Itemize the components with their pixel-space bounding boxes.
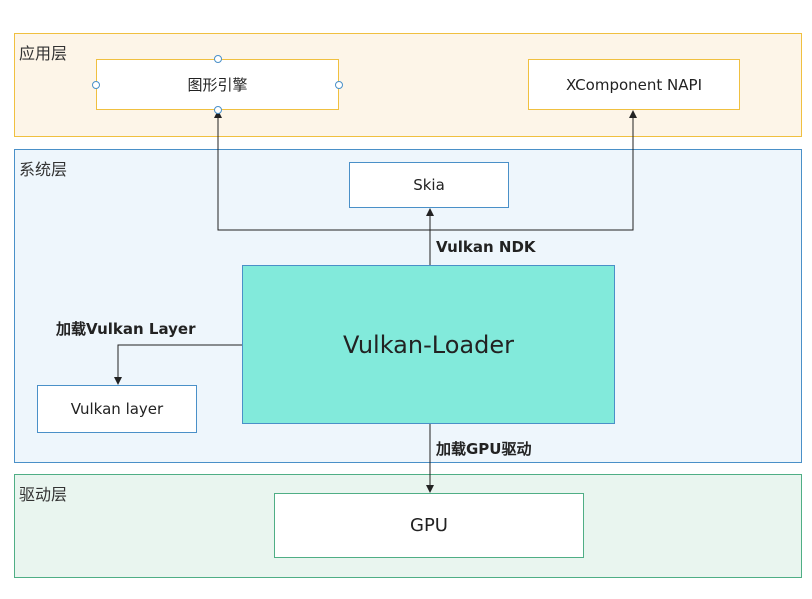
vulkan-loader-node[interactable]: Vulkan-Loader bbox=[242, 265, 615, 424]
system-layer-title: 系统层 bbox=[19, 160, 68, 179]
selection-handle-bottom[interactable] bbox=[214, 106, 222, 114]
gpu-node[interactable]: GPU bbox=[274, 493, 584, 558]
app-layer-title: 应用层 bbox=[19, 44, 68, 63]
selection-handle-right[interactable] bbox=[335, 81, 343, 89]
selection-handle-left[interactable] bbox=[92, 81, 100, 89]
xcomponent-napi-node[interactable]: XComponent NAPI bbox=[528, 59, 740, 110]
driver-layer-title: 驱动层 bbox=[19, 485, 68, 504]
skia-node[interactable]: Skia bbox=[349, 162, 509, 208]
edge-to-graphics-engine bbox=[214, 110, 430, 231]
edge-to-xcomponent bbox=[430, 110, 637, 231]
vulkan-ndk-label: Vulkan NDK bbox=[436, 238, 536, 256]
load-gpu-driver-label: 加载GPU驱动 bbox=[436, 440, 532, 458]
load-vulkan-layer-label: 加载Vulkan Layer bbox=[56, 320, 196, 338]
selection-handle-top[interactable] bbox=[214, 55, 222, 63]
edge-loader-to-vulkan-layer bbox=[114, 344, 242, 385]
vulkan-layer-node[interactable]: Vulkan layer bbox=[37, 385, 197, 433]
